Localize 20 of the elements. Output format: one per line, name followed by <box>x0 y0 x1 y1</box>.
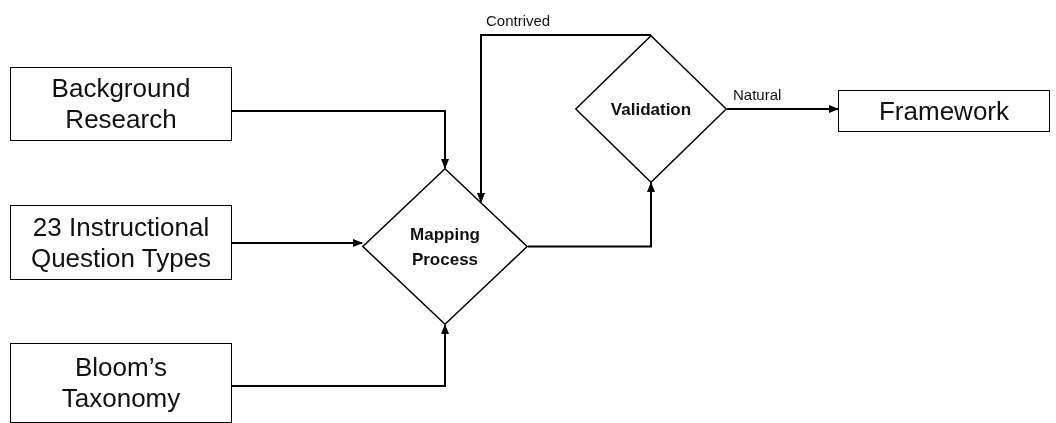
box-label: Framework <box>879 95 1009 127</box>
process-box <box>10 343 232 423</box>
process-box <box>838 90 1050 132</box>
arrow <box>231 324 449 387</box>
diamond-label: Mapping Process <box>409 223 481 271</box>
decision-diamond <box>575 35 727 183</box>
diamond-label: Validation <box>610 98 692 121</box>
arrow <box>726 105 839 113</box>
decision-diamond <box>362 168 528 325</box>
process-box <box>10 205 232 280</box>
arrow <box>477 34 652 204</box>
edge-label: Natural <box>731 86 784 103</box>
box-label: 23 Instructional Question Types <box>29 211 213 274</box>
arrow <box>231 110 449 169</box>
arrow <box>231 239 363 247</box>
box-label: Bloom’s Taxonomy <box>60 352 182 414</box>
arrow <box>527 182 655 248</box>
edge-label: Contrived <box>484 12 553 29</box>
process-box <box>10 67 232 141</box>
box-label: Background Research <box>50 73 192 135</box>
